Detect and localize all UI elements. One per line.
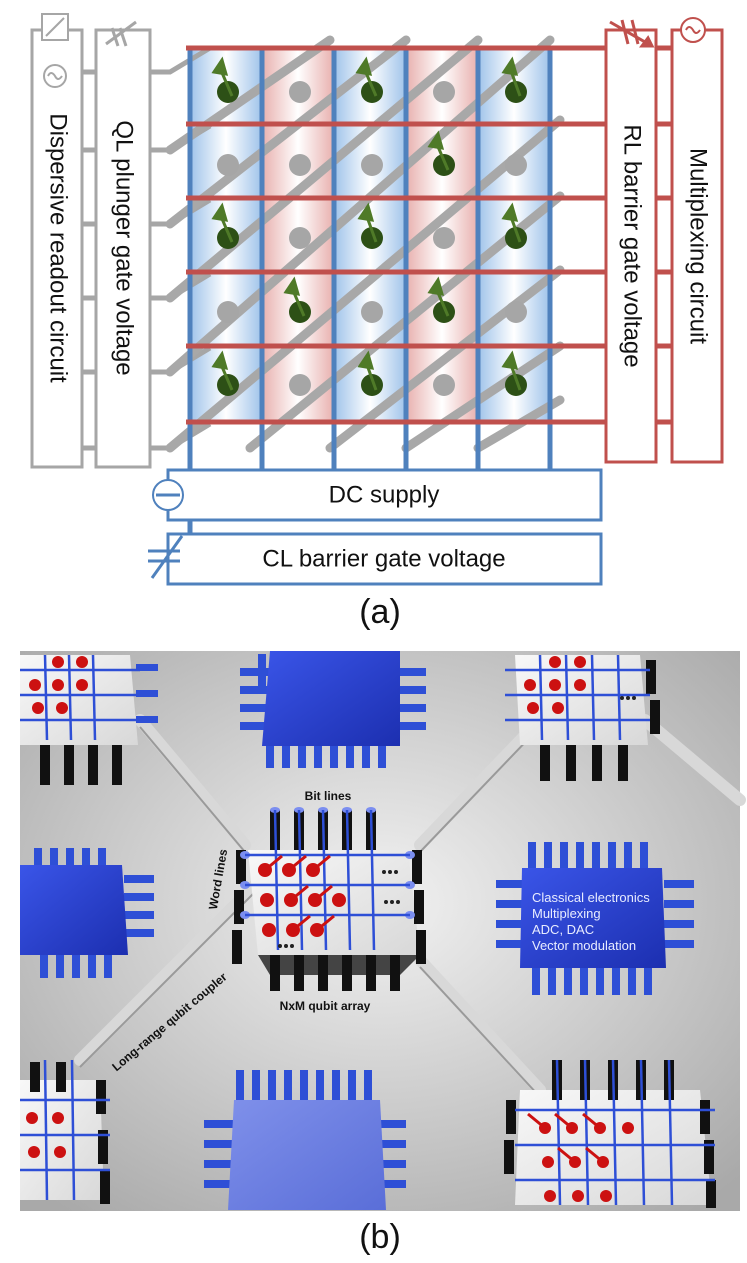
- ql-plunger-label: QL plunger gate voltage: [111, 120, 138, 375]
- multiplexing-label: Multiplexing circuit: [685, 148, 712, 344]
- dc-source-icon: [152, 479, 184, 511]
- variable-capacitor-icon: [105, 20, 137, 47]
- classical-label-4: Vector modulation: [532, 938, 636, 953]
- multiplexing-box: [670, 28, 724, 464]
- rl-barrier-label: RL barrier gate voltage: [619, 124, 646, 367]
- ql-plunger-box: [94, 28, 152, 469]
- meter-icon: [41, 13, 69, 41]
- long-range-couplers: [74, 714, 746, 1096]
- dc-supply-label: DC supply: [329, 481, 440, 508]
- column-lines: [187, 48, 553, 540]
- classical-electronics-chip: [496, 842, 694, 995]
- cl-barrier-label: CL barrier gate voltage: [262, 545, 505, 572]
- variable-capacitor-icon: [609, 19, 655, 48]
- qubit-array-top-right: [505, 654, 660, 781]
- qubit-array-top-left: [20, 654, 158, 785]
- ac-source-icon: [680, 17, 706, 43]
- variable-capacitor-icon: [148, 535, 184, 579]
- chip-left-middle: [20, 848, 154, 978]
- dispersive-readout-box: [30, 28, 84, 469]
- dispersive-readout-label: Dispersive readout circuit: [45, 113, 72, 383]
- dc-supply-box: [166, 468, 603, 522]
- qubit-sites: [217, 81, 527, 396]
- crossbar-diagram: Dispersive readout circuit QL plunger ga…: [30, 13, 724, 586]
- bit-lines-label: Bit lines: [305, 789, 352, 803]
- qubit-array-center: [232, 807, 426, 991]
- classical-label-3: ADC, DAC: [532, 922, 594, 937]
- chip-top-center: [240, 651, 426, 768]
- caption-b: (b): [359, 1218, 401, 1256]
- spin-arrows: [211, 56, 522, 391]
- chip-bottom-center: [204, 1070, 406, 1210]
- rl-barrier-box: [604, 28, 658, 464]
- qubit-array-bottom-right: [504, 1059, 716, 1208]
- qubit-array-bottom-left: [20, 1059, 110, 1204]
- ac-source-icon: [43, 64, 67, 88]
- classical-label-2: Multiplexing: [532, 906, 601, 921]
- cl-barrier-box: [166, 532, 603, 586]
- caption-a: (a): [359, 593, 401, 631]
- qubit-array-label: NxM qubit array: [280, 999, 371, 1013]
- classical-label-1: Classical electronics: [532, 890, 650, 905]
